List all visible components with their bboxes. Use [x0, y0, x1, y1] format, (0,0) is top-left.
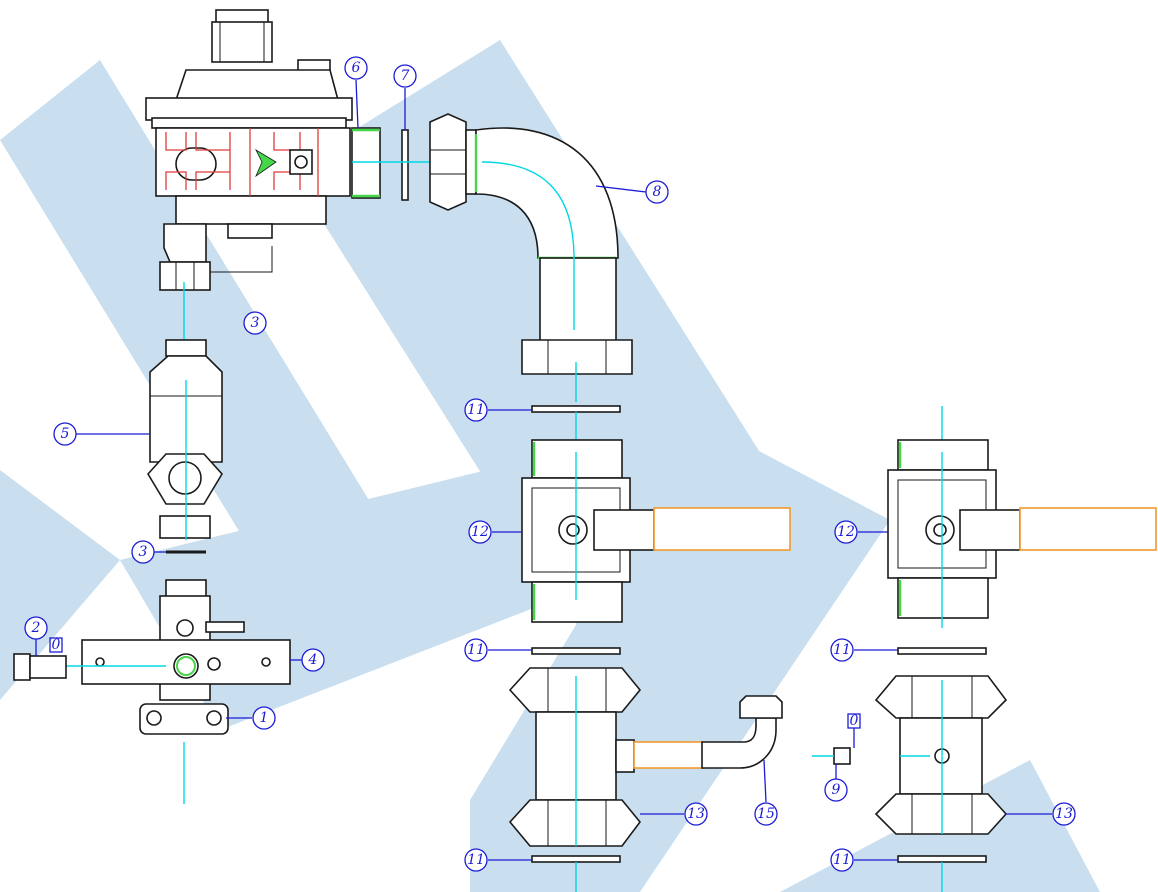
fitting-2: 0 [13, 637, 67, 681]
gasket-11-right [897, 647, 987, 655]
gasket-11-bot-mid [531, 855, 621, 863]
callout-4: 4 [301, 648, 325, 672]
callout-leaders [35, 79, 1052, 861]
ball-valve-12-right [887, 439, 1157, 628]
callout-6: 6 [344, 56, 368, 80]
svg-text:3: 3 [251, 315, 260, 331]
svg-text:2: 2 [31, 620, 41, 636]
elbow-pipe-8 [429, 113, 633, 402]
svg-text:5: 5 [61, 426, 70, 442]
sensor-hose-15 [633, 695, 783, 769]
svg-text:9: 9 [832, 782, 841, 798]
ball-valve-12-mid [521, 439, 791, 623]
svg-text:8: 8 [653, 184, 662, 200]
callout-9: 9 [824, 778, 848, 802]
svg-text:11: 11 [833, 642, 851, 658]
svg-text:12: 12 [471, 524, 489, 540]
svg-text:0: 0 [52, 637, 61, 653]
test-nipple-9: 0 [812, 713, 861, 765]
callout-15: 15 [754, 802, 778, 826]
callout-13-mid: 13 [684, 802, 708, 826]
filter-5 [147, 339, 223, 540]
callout-12-mid: 12 [468, 520, 492, 544]
sensor-tee-13-right [874, 675, 1008, 835]
callout-5: 5 [53, 422, 77, 446]
fitting-6 [351, 127, 381, 199]
svg-text:6: 6 [352, 60, 361, 76]
svg-text:7: 7 [401, 68, 410, 84]
gasket-11-mid [531, 647, 621, 655]
callout-12-right: 12 [834, 520, 858, 544]
svg-text:12: 12 [837, 524, 855, 540]
callout-11-a: 11 [464, 398, 488, 422]
callout-11-c: 11 [464, 848, 488, 872]
svg-text:13: 13 [687, 806, 705, 822]
callout-7: 7 [393, 64, 417, 88]
svg-text:1: 1 [260, 710, 269, 726]
valve-body-4 [60, 579, 291, 804]
callout-8: 8 [645, 180, 669, 204]
sensor-tee-13-mid [508, 667, 642, 847]
svg-text:4: 4 [308, 652, 318, 668]
svg-text:15: 15 [757, 806, 775, 822]
gasket-11-top-mid [531, 405, 621, 413]
flow-arrow-icon [255, 148, 277, 178]
callout-3: 3 [243, 311, 267, 335]
callout-13-right: 13 [1052, 802, 1076, 826]
callout-3-gasket: 3 [131, 540, 155, 564]
callout-11-b: 11 [464, 638, 488, 662]
gasket-11-bot-right [897, 855, 987, 863]
callout-11-e: 11 [830, 848, 854, 872]
callout-2: 2 [24, 616, 48, 640]
svg-text:11: 11 [467, 852, 485, 868]
svg-text:11: 11 [467, 642, 485, 658]
svg-text:0: 0 [850, 713, 859, 729]
svg-text:11: 11 [467, 402, 485, 418]
svg-text:11: 11 [833, 852, 851, 868]
gasket-7 [401, 129, 409, 201]
pressure-regulator [145, 9, 353, 340]
svg-text:3: 3 [139, 544, 148, 560]
svg-text:13: 13 [1055, 806, 1073, 822]
callout-1: 1 [252, 706, 276, 730]
callout-11-d: 11 [830, 638, 854, 662]
